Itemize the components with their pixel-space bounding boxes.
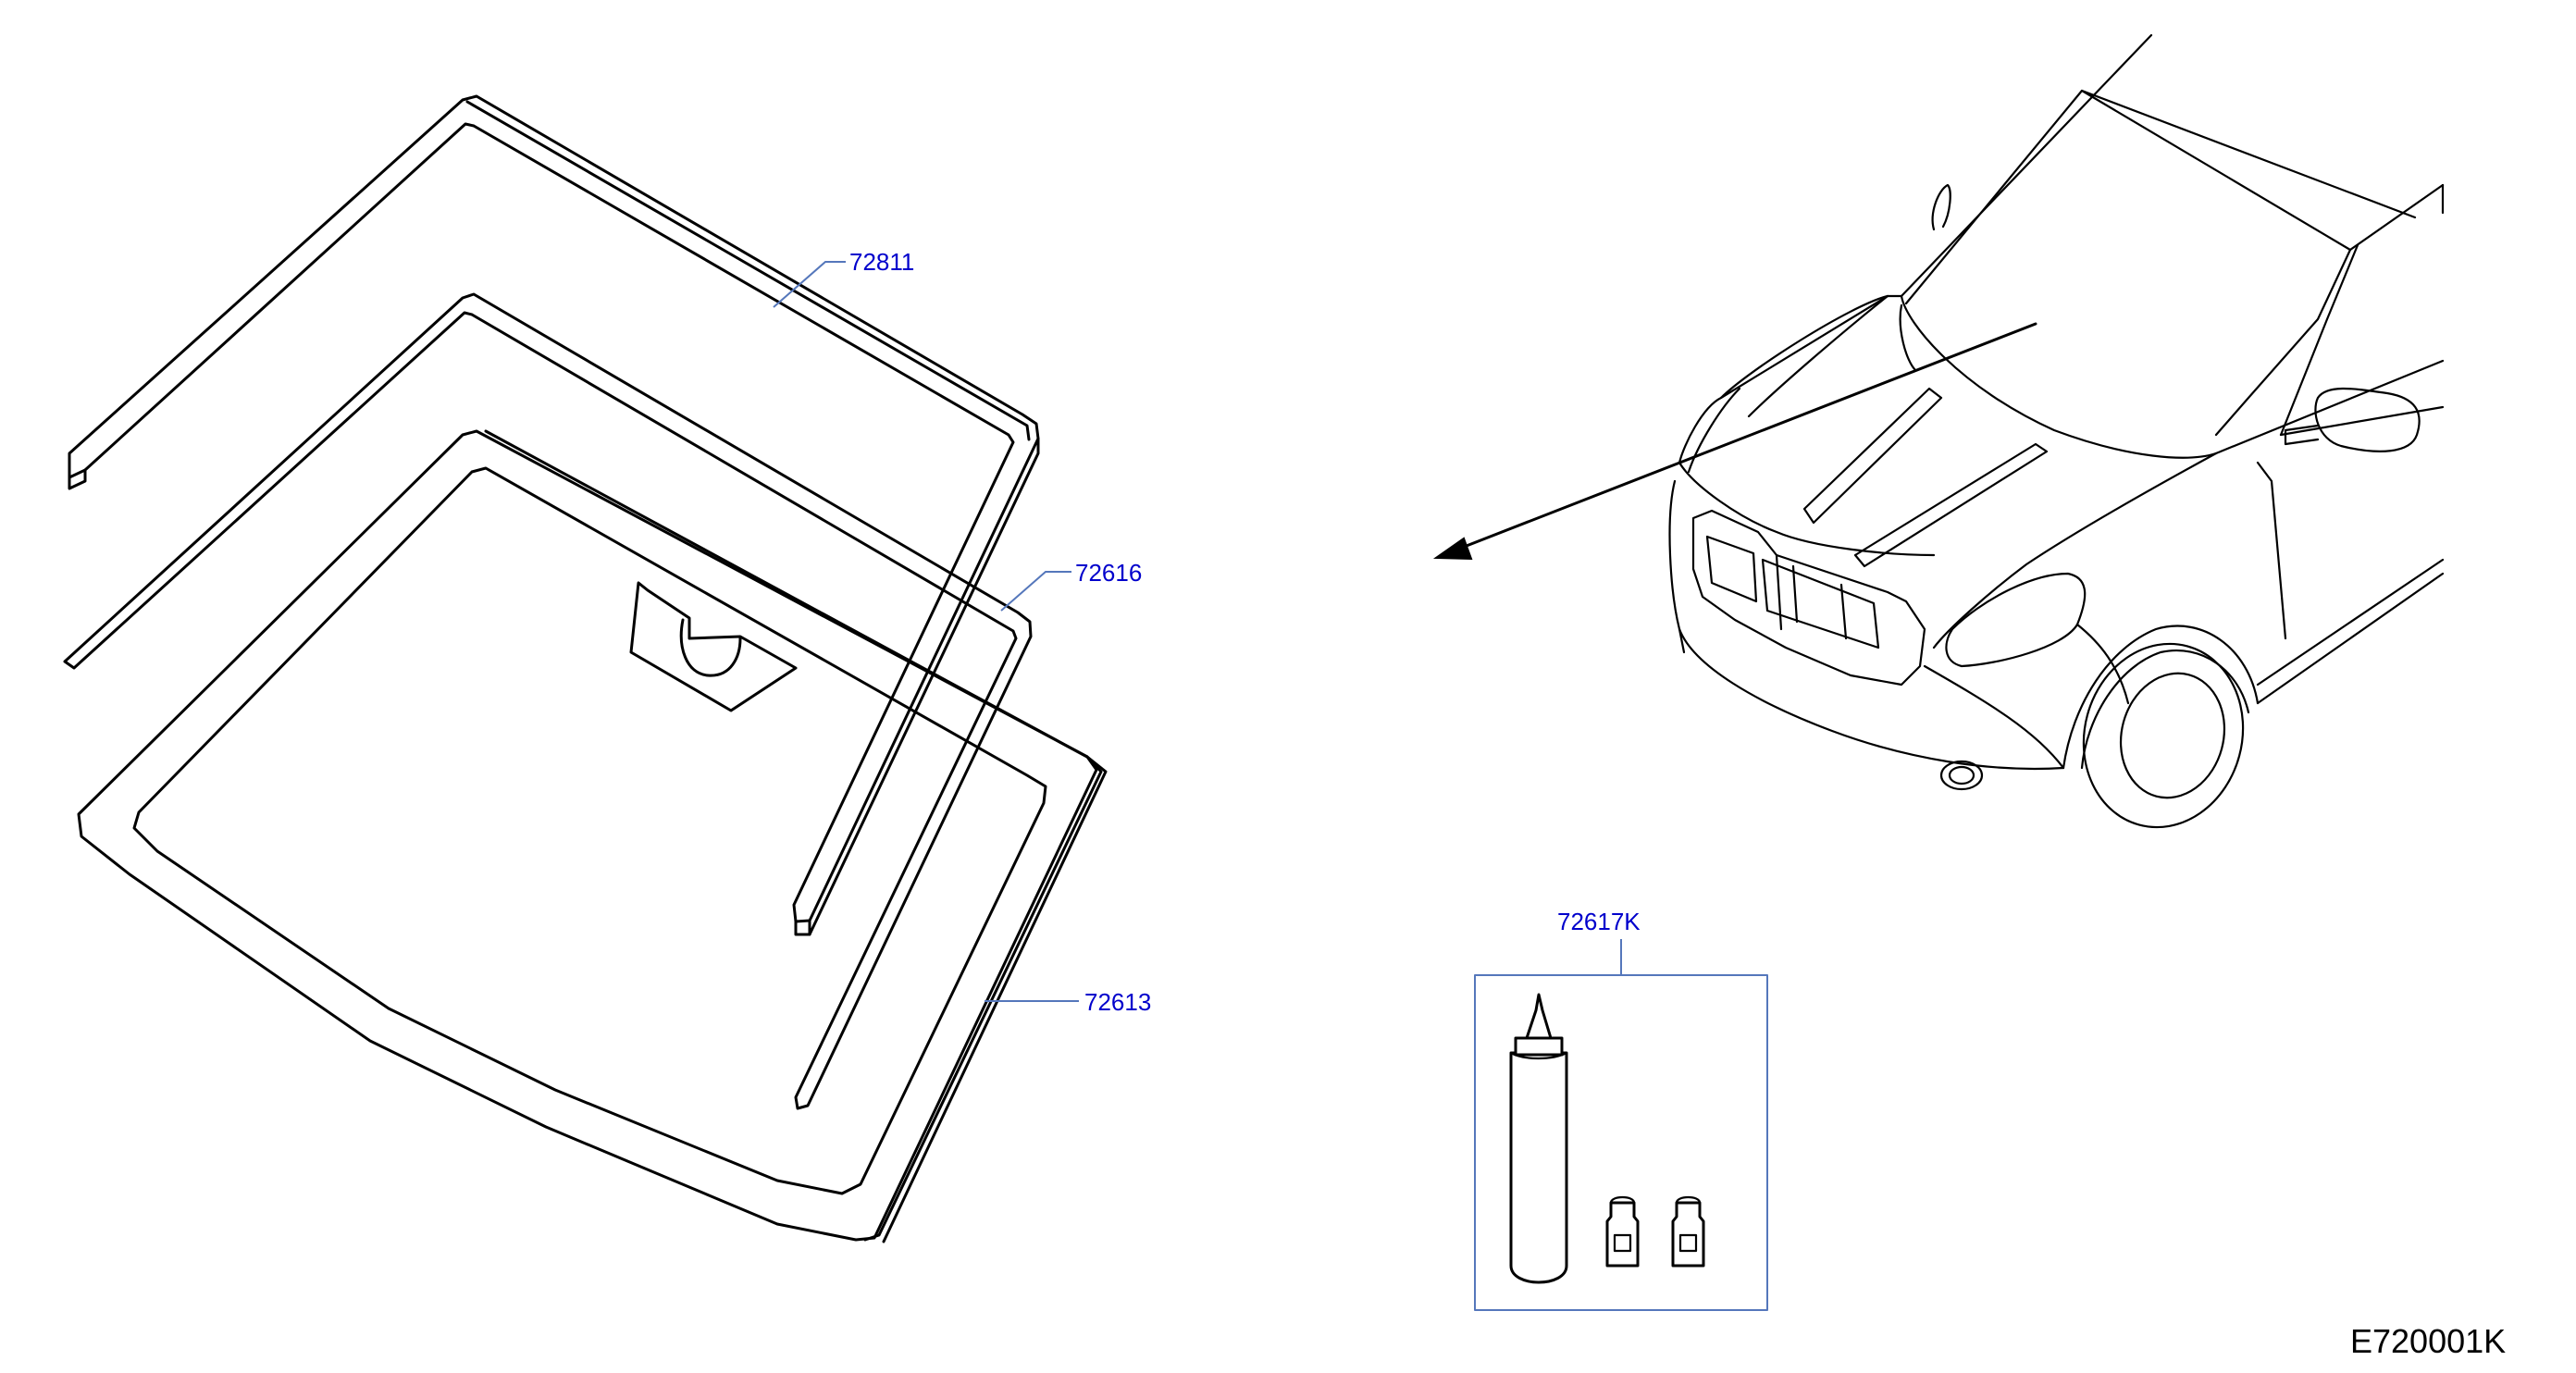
windshield-glass[interactable]	[77, 429, 1108, 1243]
callout-label: 72617K	[1557, 908, 1641, 935]
callout-label: 72613	[1084, 988, 1151, 1016]
callout-label: 72811	[849, 248, 914, 276]
vehicle-locator-illustration	[1432, 33, 2445, 829]
diagram-code: E720001K	[2350, 1322, 2506, 1360]
urethane-adhesive-kit[interactable]	[1474, 974, 1768, 1311]
callout-label: 72616	[1075, 559, 1142, 587]
windshield-dam-rubber[interactable]	[63, 292, 1033, 1110]
windshield-molding[interactable]	[68, 94, 1040, 936]
callout-leaders	[773, 261, 1622, 1002]
